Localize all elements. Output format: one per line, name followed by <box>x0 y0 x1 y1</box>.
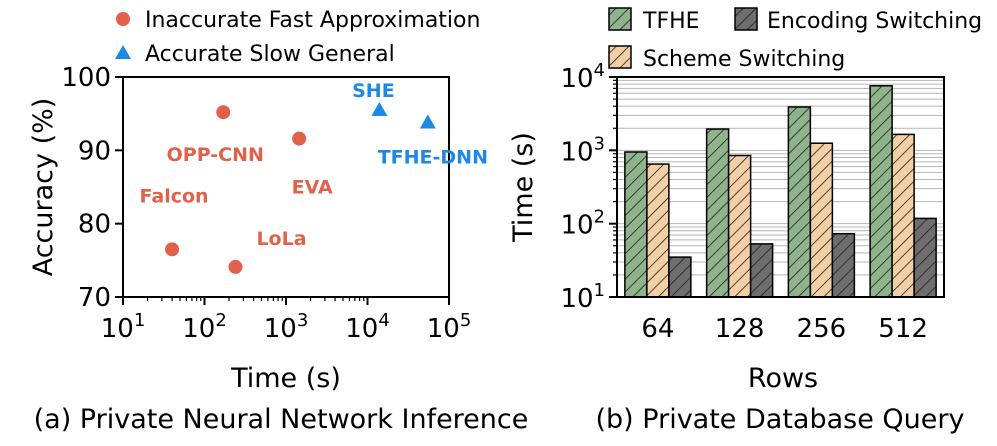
data-point-lola <box>228 259 243 274</box>
bar-tfhe-512 <box>869 84 893 298</box>
ylabel-a: Accuracy (%) <box>28 98 59 277</box>
legend-a: Inaccurate Fast Approximation Accurate S… <box>115 8 480 67</box>
legend-b: TFHE Encoding Switching Scheme Switching <box>608 7 982 72</box>
data-label-opp-cnn: OPP-CNN <box>167 144 264 166</box>
chart-b: TFHE Encoding Switching Scheme Switching… <box>508 7 982 435</box>
data-point-eva <box>292 131 307 146</box>
y-tick-label-b-exp: 2 <box>594 207 605 228</box>
x-axis-b: 64 128 256 512 <box>641 314 928 344</box>
x-tick-label-a-base: 10 <box>182 314 215 344</box>
bar-tfhe-128 <box>705 128 730 298</box>
y-tick-label-a: 80 <box>78 210 111 240</box>
y-tick-label-a: 90 <box>78 136 111 166</box>
bars-b <box>624 84 937 298</box>
bar-scheme-switching-512 <box>891 133 915 298</box>
bar-scheme-switching-128 <box>727 154 752 298</box>
x-tick-label-a: 102 <box>182 310 227 344</box>
data-label-lola: LoLa <box>256 228 306 250</box>
x-tick-label-b: 64 <box>641 314 674 344</box>
legend-b-label-0: TFHE <box>642 9 700 34</box>
y-tick-label-b: 103 <box>560 133 605 167</box>
caption-b: (b) Private Database Query <box>596 404 965 435</box>
legend-a-marker-1 <box>115 45 131 59</box>
ylabel-b: Time (s) <box>508 132 539 243</box>
y-tick-label-b-base: 10 <box>560 137 593 167</box>
x-tick-label-a-exp: 4 <box>378 310 389 331</box>
x-tick-label-a: 105 <box>427 310 472 344</box>
bar-scheme-switching-64 <box>646 163 670 298</box>
y-tick-label-a: 70 <box>78 283 111 313</box>
caption-a: (a) Private Neural Network Inference <box>34 404 529 435</box>
x-tick-label-a: 104 <box>345 310 390 344</box>
x-tick-label-a-base: 10 <box>345 314 378 344</box>
x-tick-label-a-exp: 5 <box>460 310 471 331</box>
bar-tfhe-256 <box>787 106 812 298</box>
bar-tfhe-64 <box>624 151 648 298</box>
x-tick-label-a-exp: 3 <box>297 310 308 331</box>
y-tick-label-b: 101 <box>560 280 605 314</box>
y-tick-label-b-exp: 4 <box>594 60 605 81</box>
legend-b-swatch-2 <box>734 7 758 31</box>
x-tick-label-a-base: 10 <box>427 314 460 344</box>
legend-b-label-2: Encoding Switching <box>767 9 982 34</box>
legend-b-swatch-1 <box>608 45 632 69</box>
x-tick-label-a-base: 10 <box>264 314 297 344</box>
data-point-opp-cnn <box>216 105 231 120</box>
data-label-tfhe-dnn: TFHE-DNN <box>378 146 488 168</box>
y-tick-label-b-exp: 3 <box>594 133 605 154</box>
legend-b-swatch-0 <box>608 7 632 31</box>
x-tick-label-a-exp: 2 <box>215 310 226 331</box>
x-tick-label-b: 128 <box>715 314 765 344</box>
y-tick-label-b: 104 <box>560 60 605 94</box>
legend-b-label-1: Scheme Switching <box>643 47 845 72</box>
bar-scheme-switching-256 <box>809 142 834 298</box>
data-label-eva: EVA <box>292 177 333 199</box>
y-tick-label-b-exp: 1 <box>594 280 605 301</box>
y-tick-label-b-base: 10 <box>560 211 593 241</box>
y-tick-label-b: 102 <box>560 207 605 241</box>
x-tick-label-b: 512 <box>878 314 928 344</box>
legend-a-label-0: Inaccurate Fast Approximation <box>145 8 480 33</box>
y-tick-label-a: 100 <box>61 63 111 93</box>
data-label-she: SHE <box>352 80 395 102</box>
y-tick-label-b-base: 10 <box>560 64 593 94</box>
chart-a: Inaccurate Fast Approximation Accurate S… <box>28 8 528 435</box>
x-tick-label-a: 103 <box>264 310 309 344</box>
x-tick-label-a: 101 <box>101 310 146 344</box>
legend-a-label-1: Accurate Slow General <box>145 42 395 67</box>
legend-a-marker-0 <box>116 12 130 26</box>
xlabel-b: Rows <box>748 363 818 394</box>
y-axis-a: 70 80 90 100 <box>61 63 123 313</box>
bar-encoding-switching-64 <box>668 256 692 298</box>
axes-frame-b <box>616 76 945 298</box>
y-tick-label-b-base: 10 <box>560 284 593 314</box>
x-tick-label-a-exp: 1 <box>134 310 145 331</box>
bar-encoding-switching-128 <box>749 243 774 298</box>
data-point-tfhe-dnn <box>419 114 436 129</box>
x-tick-label-b: 256 <box>797 314 847 344</box>
xlabel-a: Time (s) <box>230 363 341 394</box>
data-label-falcon: Falcon <box>140 185 209 207</box>
x-tick-label-a-base: 10 <box>101 314 134 344</box>
data-point-falcon <box>165 242 180 257</box>
bar-encoding-switching-256 <box>831 232 856 298</box>
data-point-she <box>371 102 388 116</box>
bar-encoding-switching-512 <box>913 217 937 298</box>
